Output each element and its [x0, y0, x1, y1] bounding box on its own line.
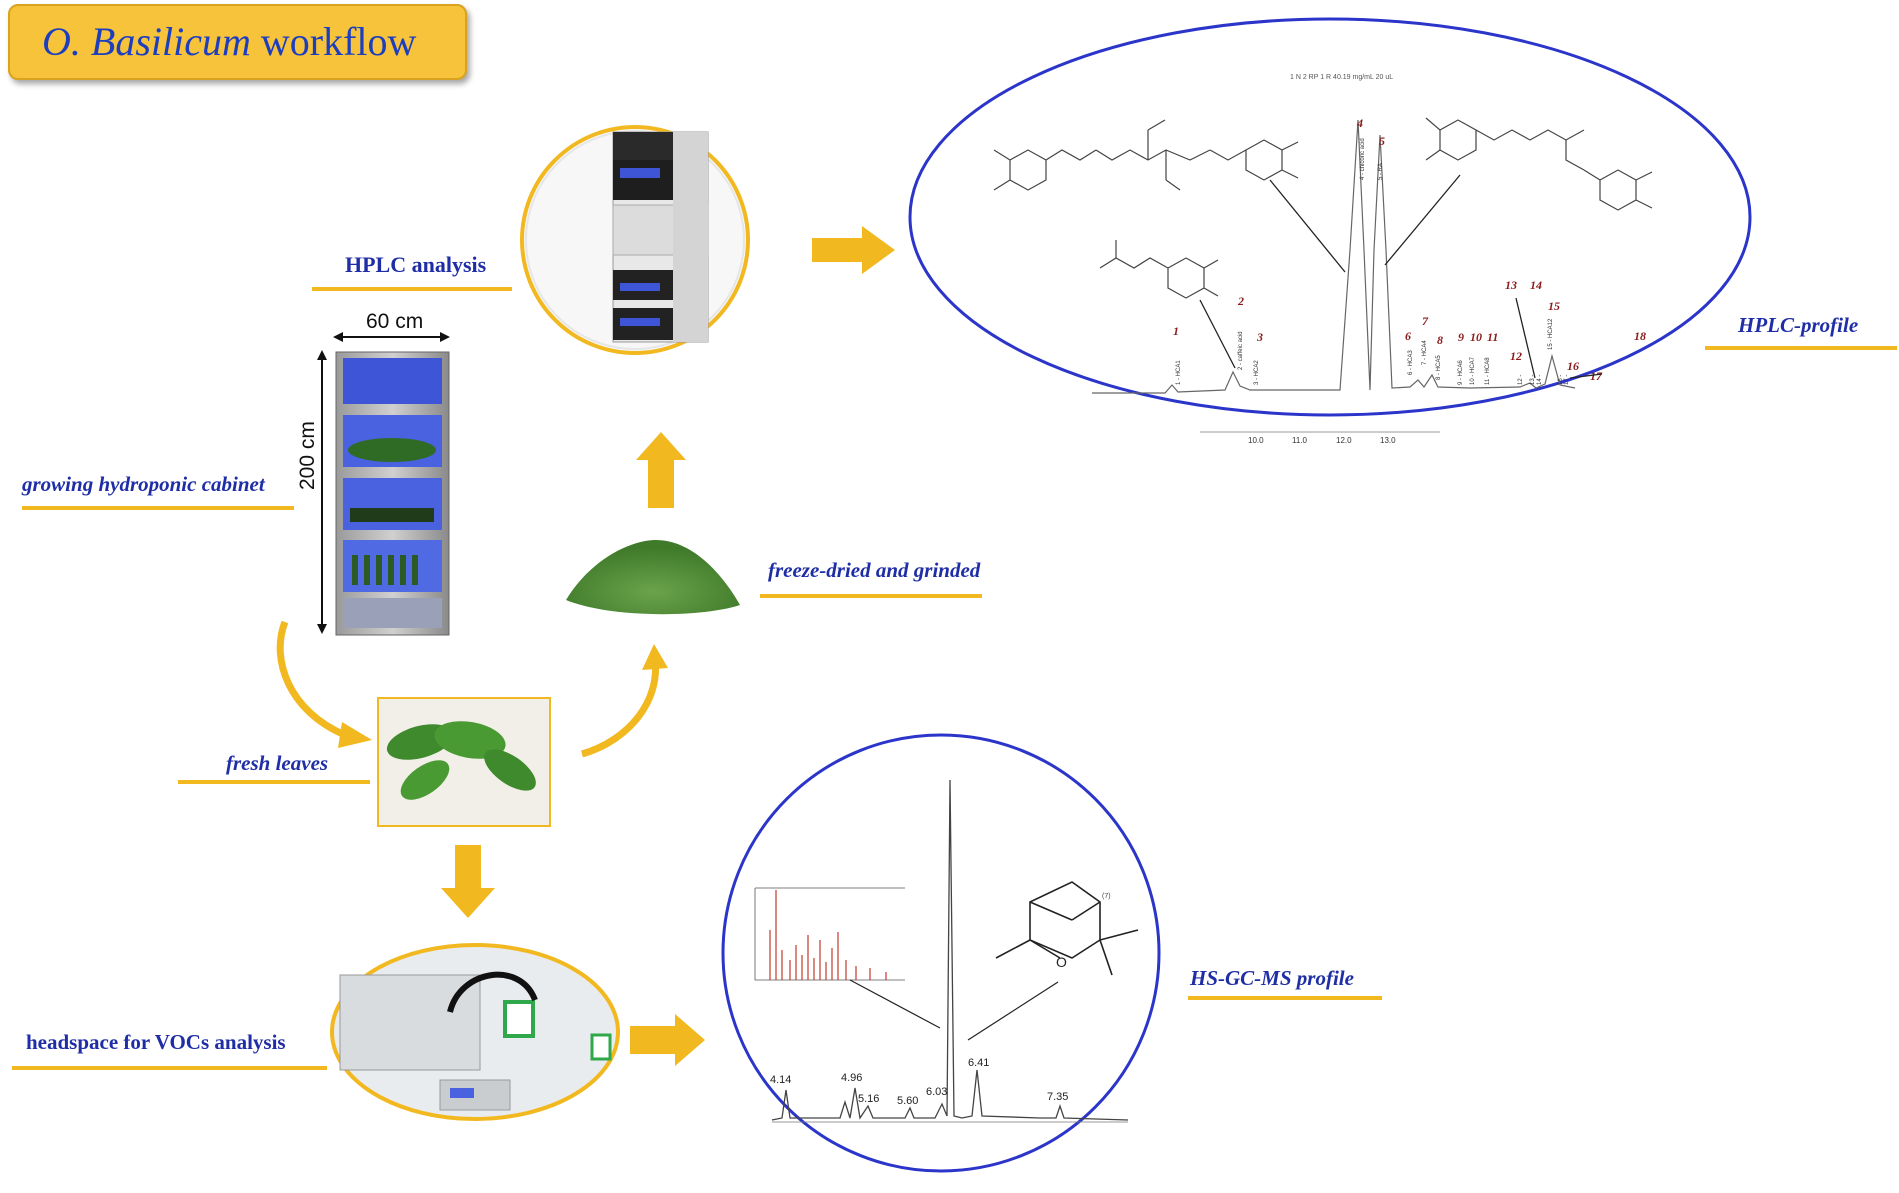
underline-freeze-dried [760, 594, 982, 598]
peak-name: 17 - [1564, 375, 1570, 385]
rosmarinic-acid-structure [1425, 117, 1653, 211]
gcms-profile-circle [721, 733, 1161, 1173]
arrow-to-hplc-profile [812, 226, 895, 274]
peak-name: 15 - HCA12 [1548, 318, 1554, 350]
chicoric-acid-structure [993, 119, 1299, 191]
peak-number: 8 [1437, 333, 1443, 347]
peak-name: 3 - HCA2 [1254, 360, 1260, 385]
fresh-leaves-photo [377, 697, 551, 827]
peak-number: 6 [1405, 329, 1411, 343]
arrow-down-to-headspace [441, 845, 495, 918]
hplc-profile-ellipse [908, 17, 1752, 417]
hplc-structure-lines [1199, 174, 1603, 379]
peak-number: 15 [1548, 299, 1560, 313]
peak-name: 5 - RA [1378, 163, 1384, 180]
hplc-instrument-photo [520, 125, 750, 355]
peak-number: 2 [1237, 294, 1244, 308]
peak-name: 8 - HCA5 [1436, 355, 1442, 380]
underline-headspace [12, 1066, 327, 1070]
freeze-dried-powder-photo [566, 540, 740, 615]
page-title: O. Basilicum workflow [42, 18, 416, 65]
peak-number: 9 [1458, 330, 1464, 344]
peak-number: 7 [1422, 314, 1429, 328]
cabinet-height-label: 200 cm [296, 421, 319, 490]
hplc-chromatogram [1092, 119, 1576, 394]
peak-name: 10 - HCA7 [1470, 356, 1476, 385]
cineole-structure [995, 881, 1139, 976]
arrow-up-to-hplc [636, 432, 686, 508]
peak-number: 18 [1634, 329, 1646, 343]
gcms-connector-spectrum [849, 979, 941, 1029]
headspace-instrument-photo [330, 943, 620, 1121]
gcms-peak-label: 4.96 [841, 1072, 862, 1084]
hplc-x-tick: 12.0 [1336, 436, 1352, 445]
peak-name: 12 - [1518, 375, 1524, 385]
hplc-peak-names: 1 - HCA1 2 - caffeic acid 3 - HCA2 4 - c… [1176, 138, 1570, 385]
gcms-chromatogram [771, 779, 1129, 1121]
title-species: O. Basilicum [42, 19, 251, 64]
hplc-x-ticks: 10.0 11.0 12.0 13.0 [1248, 436, 1396, 445]
oxygen-atom-label: O [1056, 954, 1067, 970]
label-hplc-profile: HPLC-profile [1738, 313, 1859, 337]
label-growing-cabinet: growing hydroponic cabinet [22, 472, 265, 496]
peak-name: 13 - [1530, 375, 1536, 385]
gcms-peak-label: 5.60 [897, 1095, 918, 1107]
peak-number: 17 [1590, 369, 1603, 383]
hplc-x-tick: 11.0 [1292, 436, 1308, 445]
gcms-peak-labels: 4.14 4.96 5.16 5.60 6.03 6.41 7.35 [770, 1057, 1068, 1107]
hplc-header: 1 N 2 RP 1 R 40.19 mg/mL 20 uL [1290, 74, 1393, 81]
peak-name: 2 - caffeic acid [1238, 331, 1244, 370]
title-box [8, 4, 467, 80]
underline-gcms-profile [1188, 996, 1382, 1000]
label-fresh-leaves: fresh leaves [226, 751, 329, 775]
peak-name: 16 - [1558, 375, 1564, 385]
peak-name: 6 - HCA3 [1408, 350, 1414, 375]
peak-number: 1 [1173, 324, 1179, 338]
underline-hplc-analysis [312, 287, 512, 291]
curved-arrow-cabinet-to-leaves [276, 620, 347, 739]
hplc-x-tick: 13.0 [1380, 436, 1396, 445]
hplc-x-tick: 10.0 [1248, 436, 1264, 445]
peak-name: 14 - [1537, 375, 1543, 385]
peak-name: 7 - HCA4 [1422, 340, 1428, 365]
peak-name: 4 - chicoric acid [1360, 138, 1366, 180]
peak-number: 11 [1487, 330, 1498, 344]
peak-number: 16 [1567, 359, 1579, 373]
peak-name: 9 - HCA6 [1458, 360, 1464, 385]
gcms-peak-label: 6.03 [926, 1086, 947, 1098]
peak-number: 12 [1510, 349, 1522, 363]
curved-arrow-leaves-to-powder [580, 659, 660, 758]
hplc-peak-numbers: 1 2 3 4 5 6 7 8 9 10 11 12 13 14 15 16 1… [1173, 116, 1646, 383]
cabinet-width-label: 60 cm [366, 310, 424, 333]
caffeic-acid-structure [1099, 240, 1219, 299]
peak-number: 4 [1356, 116, 1363, 130]
mass-spectrum-inset [754, 887, 905, 981]
label-gcms-profile: HS-GC-MS profile [1190, 966, 1354, 990]
peak-number: 14 [1530, 278, 1542, 292]
peak-name: 1 - HCA1 [1176, 360, 1182, 385]
underline-fresh-leaves [178, 780, 370, 784]
peak-number: 5 [1379, 134, 1385, 148]
gcms-peak-label: 4.14 [770, 1074, 791, 1086]
stereo-mark: (7) [1102, 893, 1111, 900]
label-freeze-dried: freeze-dried and grinded [768, 558, 981, 582]
gcms-peak-label: 5.16 [858, 1093, 879, 1105]
label-hplc-analysis: HPLC analysis [345, 252, 487, 277]
peak-number: 3 [1256, 330, 1263, 344]
peak-number: 13 [1505, 278, 1517, 292]
gcms-peak-label: 7.35 [1047, 1091, 1068, 1103]
label-headspace: headspace for VOCs analysis [26, 1030, 286, 1054]
gcms-connector-structure [967, 981, 1059, 1041]
peak-number: 10 [1470, 330, 1482, 344]
underline-growing-cabinet [22, 506, 294, 510]
underline-hplc-profile [1705, 346, 1897, 350]
hydroponic-cabinet-photo [335, 351, 450, 636]
arrow-to-gcms-profile [630, 1014, 705, 1066]
peak-name: 11 - HCA8 [1485, 357, 1491, 385]
title-rest: workflow [250, 19, 417, 64]
gcms-peak-label: 6.41 [968, 1057, 989, 1069]
